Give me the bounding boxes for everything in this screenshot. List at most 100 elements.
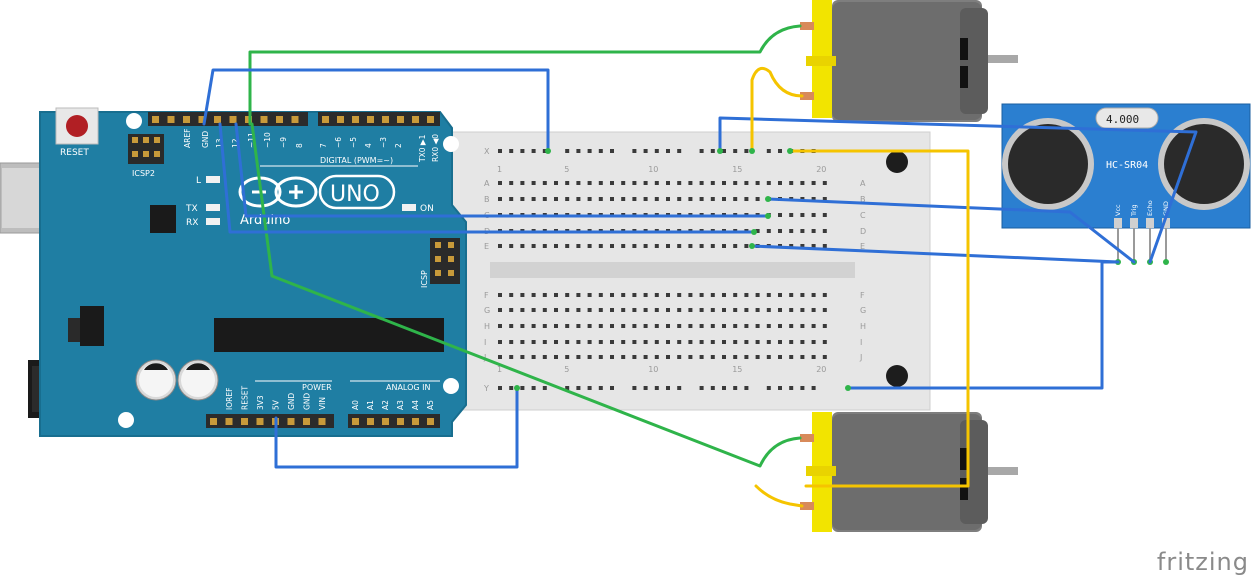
icsp2-label: ICSP2 <box>132 169 155 178</box>
analog-pin-label: A3 <box>396 400 405 410</box>
digital-pin-label: ~11 <box>247 132 256 148</box>
breadboard-hole <box>699 308 704 312</box>
breadboard-hole <box>621 197 626 201</box>
breadboard-hole <box>800 213 805 217</box>
green-wire-motor-bottom <box>250 122 802 468</box>
breadboard-hole <box>554 340 558 344</box>
breadboard-hole <box>598 308 603 312</box>
header-pin <box>287 418 295 425</box>
breadboard-hole <box>722 244 726 248</box>
analog-pin-label: A4 <box>411 400 420 410</box>
breadboard-column-number: 10 <box>648 365 658 374</box>
breadboard-hole <box>621 355 626 359</box>
breadboard-hole <box>610 197 614 201</box>
breadboard-column-number: 5 <box>564 165 569 174</box>
breadboard-hole <box>778 181 782 185</box>
breadboard-hole <box>811 229 816 233</box>
breadboard-hole <box>587 293 592 297</box>
breadboard-hole <box>554 355 558 359</box>
breadboard-hole <box>565 293 570 297</box>
breadboard-hole <box>621 244 626 248</box>
breadboard-hole <box>643 308 648 312</box>
breadboard-hole <box>744 308 749 312</box>
breadboard-row-letter: A <box>860 179 866 188</box>
breadboard-hole <box>643 340 648 344</box>
voltage-regulator <box>68 306 104 346</box>
breadboard-hole <box>610 308 614 312</box>
blue-wire-x-to-sensor <box>718 116 1198 264</box>
breadboard-hole <box>554 244 558 248</box>
header-pin <box>397 116 404 123</box>
header-pin <box>260 116 268 123</box>
breadboard-hole <box>778 213 782 217</box>
breadboard-row-letter: I <box>484 338 486 347</box>
breadboard-hole <box>811 340 816 344</box>
sensor-pin <box>1162 218 1170 228</box>
analog-pin-label: A1 <box>366 400 375 410</box>
rx-label: RX <box>186 218 198 228</box>
breadboard-rail-hole <box>766 386 771 390</box>
power-pin-label: 5V <box>272 399 281 410</box>
breadboard-hole <box>722 324 726 328</box>
breadboard-hole <box>542 181 547 185</box>
breadboard-hole <box>822 355 827 359</box>
breadboard-hole <box>766 229 771 233</box>
breadboard-hole <box>666 197 670 201</box>
breadboard-hole <box>531 244 536 248</box>
crystal <box>1095 107 1159 129</box>
breadboard-hole <box>811 293 816 297</box>
breadboard-rail-hole <box>643 149 648 153</box>
breadboard-hole <box>598 355 603 359</box>
capacitor <box>135 359 177 401</box>
connected-hole <box>545 148 551 154</box>
breadboard-rail-hole <box>632 386 637 390</box>
sensor-model-label: HC-SR04 <box>1106 160 1148 171</box>
power-pin-label: 3V3 <box>256 395 265 410</box>
header-pin <box>214 116 221 123</box>
breadboard-hole <box>610 244 614 248</box>
breadboard-hole <box>789 181 794 185</box>
analog-pin-label: A5 <box>426 400 435 410</box>
breadboard-rail-hole <box>509 386 514 390</box>
breadboard-hole <box>531 181 536 185</box>
reset-button <box>55 107 99 145</box>
connected-hole <box>845 385 851 391</box>
blue-wire-gnd-breadboard <box>202 68 550 153</box>
breadboard-hole <box>643 244 648 248</box>
breadboard-hole <box>710 244 715 248</box>
breadboard-hole <box>710 324 715 328</box>
connected-hole <box>514 385 520 391</box>
breadboard-hole <box>643 324 648 328</box>
breadboard-rail-hole <box>654 149 659 153</box>
breadboard-hole <box>800 308 805 312</box>
breadboard-hole <box>565 244 570 248</box>
breadboard-rail-hole <box>710 386 715 390</box>
sensor-pin <box>1146 218 1154 228</box>
breadboard-hole <box>632 244 637 248</box>
breadboard-hole <box>498 181 502 185</box>
breadboard-rail-hole <box>643 386 648 390</box>
connected-hole <box>749 148 755 154</box>
breadboard-hole <box>677 355 682 359</box>
breadboard-hole <box>610 340 614 344</box>
breadboard-hole <box>789 308 794 312</box>
breadboard-hole <box>554 197 558 201</box>
connected-hole <box>751 229 757 235</box>
breadboard-hole <box>710 181 715 185</box>
breadboard-hole <box>587 340 592 344</box>
sensor-pin <box>1114 218 1122 228</box>
arduino-logo <box>238 174 396 210</box>
l-led <box>206 176 220 183</box>
blue-wire-pin-to-c <box>218 122 756 234</box>
breadboard-hole <box>755 308 760 312</box>
blue-wire-5v-to-y <box>274 386 519 469</box>
breadboard-rail-hole <box>778 149 782 153</box>
wires <box>202 24 1198 508</box>
breadboard-hole <box>822 213 827 217</box>
breadboard-hole <box>565 197 570 201</box>
breadboard-hole <box>699 244 704 248</box>
breadboard-hole <box>722 197 726 201</box>
breadboard-hole <box>576 324 581 328</box>
